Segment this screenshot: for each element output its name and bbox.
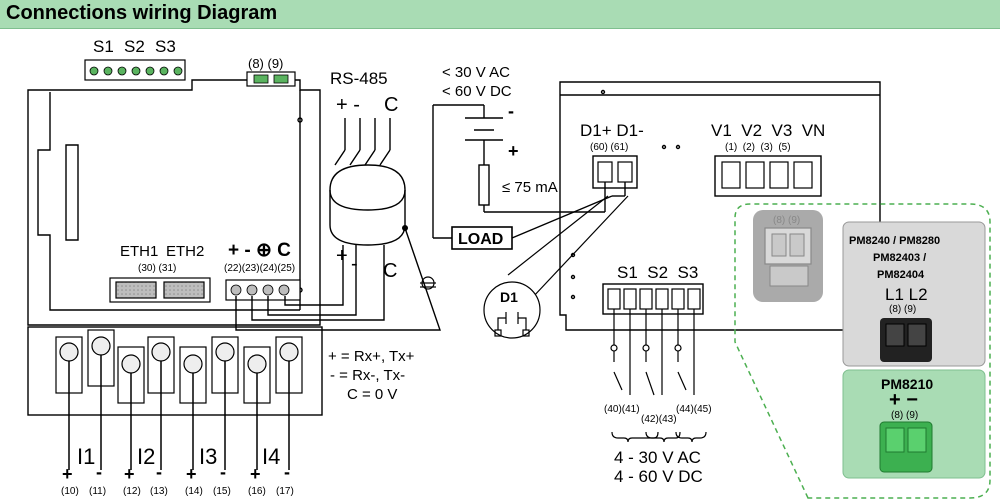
- rs485-cable-minus: -: [351, 253, 358, 275]
- top-s-terminal-block: [84, 59, 186, 81]
- s-input-wiring: [610, 309, 707, 443]
- s-nums-mid: (42)(43): [641, 414, 677, 425]
- rs485-legend-2: - = Rx-, Tx-: [330, 367, 405, 384]
- pm8240-line2: PM82403 /: [873, 252, 926, 264]
- v-labels: V1 V2 V3 VN: [711, 121, 825, 140]
- supply-dc: < 60 V DC: [442, 83, 512, 100]
- voltage-terminal: [714, 155, 822, 197]
- label-eth1: ETH1: [120, 243, 158, 260]
- page-title: Connections wiring Diagram: [6, 2, 278, 24]
- d1-label: D1+ D1-: [580, 121, 644, 140]
- battery-plus: +: [508, 141, 519, 161]
- v-nums: (1) (2) (3) (5): [725, 142, 791, 153]
- d1-nums: (60) (61): [590, 142, 628, 153]
- battery-minus: -: [508, 101, 514, 121]
- num-16: (16): [248, 486, 266, 497]
- i4-plus: +: [250, 464, 261, 484]
- i1-plus: +: [62, 464, 73, 484]
- num-10: (10): [61, 486, 79, 497]
- label-rs485-symbols: + - ⊕ C: [228, 240, 291, 261]
- num-11: (11): [89, 486, 106, 497]
- label-i3: I3: [199, 444, 217, 469]
- grey-terminal-nums: (8) (9): [773, 215, 800, 226]
- load-label: LOAD: [458, 231, 503, 248]
- pm8240-box: [842, 221, 986, 367]
- label-s2: S2: [124, 37, 145, 56]
- load-box: [451, 226, 513, 250]
- rs485-cable-plus: +: [336, 245, 348, 267]
- label-eth2: ETH2: [166, 243, 204, 260]
- rs485-top-c: C: [384, 94, 398, 116]
- s-supply-dc: 4 - 60 V DC: [614, 467, 703, 486]
- battery-symbol: [432, 104, 613, 239]
- pm8240-line1: PM8240 / PM8280: [849, 235, 940, 247]
- i4-minus: -: [284, 462, 290, 482]
- supply-ac: < 30 V AC: [442, 64, 510, 81]
- label-rs485-nums: (22)(23)(24)(25): [224, 263, 295, 274]
- meter-body: [27, 79, 321, 326]
- green-terminal: [879, 421, 933, 473]
- s-supply-ac: 4 - 30 V AC: [614, 448, 701, 467]
- pm8210-symbols: + −: [889, 389, 918, 411]
- s-terminal: [602, 283, 704, 315]
- d1-zoom-label: D1: [500, 289, 518, 305]
- pm8240-line3: PM82404: [877, 269, 925, 281]
- black-terminal: [880, 318, 932, 362]
- label-i4: I4: [262, 444, 280, 469]
- variants-dashed-outline: [734, 203, 991, 499]
- rs485-meter-terminal: [225, 279, 301, 301]
- label-i2: I2: [137, 444, 155, 469]
- num-15: (15): [213, 486, 231, 497]
- label-eth-nums: (30) (31): [138, 263, 176, 274]
- i3-plus: +: [186, 464, 197, 484]
- s-nums-top: (40)(41): [604, 404, 640, 415]
- pm8210-nums: (8) (9): [891, 410, 918, 421]
- pm8210-label: PM8210: [881, 376, 933, 392]
- label-top-8-9: (8) (9): [248, 56, 283, 71]
- l1l2-label: L1 L2: [885, 285, 928, 304]
- shield-ground-icon: [420, 276, 436, 290]
- num-12: (12): [123, 486, 141, 497]
- header-bar: Connections wiring Diagram: [0, 0, 1000, 29]
- d1-zoom: [483, 195, 629, 339]
- grey-terminal: [753, 210, 823, 302]
- num-13: (13): [150, 486, 168, 497]
- s-nums-right: (44)(45): [676, 404, 712, 415]
- s-labels: S1 S2 S3: [617, 263, 698, 282]
- label-i1: I1: [77, 444, 95, 469]
- rs485-cable: [235, 118, 441, 331]
- rs485-title: RS-485: [330, 69, 388, 88]
- rs485-top-pm: + -: [336, 94, 360, 116]
- num-17: (17): [276, 486, 294, 497]
- fuse-rating: ≤ 75 mA: [502, 179, 558, 196]
- rs485-cable-c: C: [383, 260, 397, 282]
- label-s1: S1: [93, 37, 114, 56]
- rs485-legend-1: + = Rx+, Tx+: [328, 348, 415, 365]
- current-terminal-strip: [27, 326, 323, 470]
- eth-ports: [109, 277, 211, 303]
- wiring-diagram: S1 S2 S3 (8) (9) ETH1 ETH2 (30) (31) + -…: [27, 37, 991, 499]
- i2-plus: +: [124, 464, 135, 484]
- num-14: (14): [185, 486, 203, 497]
- l1l2-nums: (8) (9): [889, 304, 916, 315]
- d1-terminal: [592, 155, 638, 189]
- i2-minus: -: [156, 462, 162, 482]
- i1-minus: -: [96, 462, 102, 482]
- io-module-body: [559, 81, 881, 331]
- label-s3: S3: [155, 37, 176, 56]
- rs485-legend-3: C = 0 V: [347, 386, 397, 403]
- i3-minus: -: [220, 462, 226, 482]
